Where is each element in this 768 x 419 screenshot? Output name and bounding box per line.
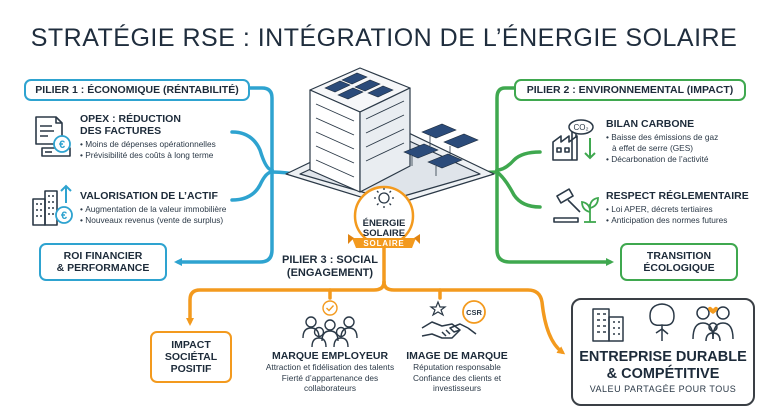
bilan-bullets: • Baisse des émissions de gaz à effet de… [606, 132, 766, 164]
opex-bullets: Moins de dépenses opérationnelles Prévis… [80, 139, 250, 161]
valorisation-title: VALORISATION DE L’ACTIF [80, 190, 218, 202]
pillar3-item2: IMAGE DE MARQUE Réputation responsable C… [392, 350, 522, 394]
buildings-growth-icon: € [32, 184, 73, 226]
bilan-bullet-cont: à effet de serre (GES) [612, 142, 694, 153]
respect-reglementaire-title: RESPECT RÉGLEMENTAIRE [606, 190, 749, 202]
team-people-icon [302, 300, 358, 348]
svg-text:€: € [61, 210, 67, 222]
center-label-line1: ÉNERGIE [362, 218, 406, 229]
sun-icon [374, 188, 394, 208]
final-title-line1: ENTREPRISE DURABLE [579, 349, 747, 365]
bilan-bullet: • Décarbonation de l’activité [606, 153, 709, 164]
impact-line1: IMPACT [171, 338, 211, 351]
pillar1-label: PILIER 1 : ÉCONOMIQUE (RÉNTABILITÉ) [24, 79, 250, 101]
impact-line2: SOCIÉTAL [164, 350, 218, 363]
svg-text:€: € [59, 139, 65, 151]
image-de-marque-line: Confiance des clients et [412, 372, 502, 383]
valorisation-bullet: Nouveaux revenus (vente de surplus) [80, 215, 255, 226]
csr-badge: CSR [466, 308, 482, 317]
transition-line1: TRANSITION [646, 249, 712, 262]
final-title-block: ENTREPRISE DURABLE & COMPÉTITIVE VALEU P… [571, 349, 755, 394]
valorisation-bullet: Augmentation de la valeur immobilière [80, 204, 255, 215]
transition-outcome-box: TRANSITION ÉCOLOGIQUE [620, 243, 738, 281]
pillar3-label: PILIER 3 : SOCIAL (ENGAGEMENT) [275, 254, 385, 279]
bilan-bullet: • Baisse des émissions de gaz [606, 132, 719, 143]
pillar2-item2: RESPECT RÉGLEMENTAIRE Loi APER, décrets … [606, 190, 766, 226]
trees-icon [649, 303, 675, 341]
factory-co2-icon: CO₂ [552, 119, 596, 161]
roi-line1: ROI FINANCIER [63, 249, 143, 262]
image-de-marque-title: IMAGE DE MARQUE [406, 350, 508, 362]
image-de-marque-line: investisseurs [433, 383, 481, 394]
center-ribbon-text: SOLAIRE [363, 239, 405, 248]
co2-badge: CO₂ [573, 123, 588, 132]
marque-employeur-title: MARQUE EMPLOYEUR [271, 350, 389, 362]
opex-title-line1: OPEX : RÉDUCTION [80, 113, 181, 125]
marque-employeur-line: collaborateurs [303, 383, 357, 394]
family-icon [692, 306, 734, 342]
gavel-plant-icon [553, 188, 599, 223]
solar-building-illustration [285, 67, 495, 207]
pillar2-item1: BILAN CARBONE • Baisse des émissions de … [606, 118, 766, 164]
respect-bullet: Loi APER, décrets tertiaires [606, 204, 766, 215]
city-buildings-icon [592, 308, 624, 342]
final-title-line2: & COMPÉTITIVE [606, 365, 720, 382]
center-label: ÉNERGIE SOLAIRE [352, 218, 416, 240]
transition-line2: ÉCOLOGIQUE [643, 262, 715, 274]
impact-outcome-box: IMPACT SOCIÉTAL POSITIF [150, 331, 232, 383]
pillar3-item1: MARQUE EMPLOYEUR Attraction et fidélisat… [232, 350, 428, 394]
sun-emblem [348, 185, 420, 248]
pillar1-item1: OPEX : RÉDUCTION DES FACTURES Moins de d… [80, 113, 250, 161]
pillar1-item2: VALORISATION DE L’ACTIF Augmentation de … [80, 190, 255, 226]
opex-bullet: Prévisibilité des coûts à long terme [80, 150, 250, 161]
final-outcome-box [571, 298, 755, 406]
center-label-line2: SOLAIRE [362, 228, 406, 240]
pillar3-label-line2: (ENGAGEMENT) [286, 266, 374, 279]
roi-outcome-box: ROI FINANCIER & PERFORMANCE [39, 243, 167, 281]
page-title: STRATÉGIE RSE : INTÉGRATION DE L’ÉNERGIE… [30, 24, 738, 52]
impact-line3: POSITIF [170, 363, 212, 376]
invoice-euro-icon: € [35, 116, 71, 157]
valorisation-bullets: Augmentation de la valeur immobilière No… [80, 204, 255, 226]
roi-line2: & PERFORMANCE [56, 262, 150, 274]
pillar2-label: PILIER 2 : ENVIRONNEMENTAL (IMPACT) [514, 79, 746, 101]
pillar3-label-line1: PILIER 3 : SOCIAL [282, 254, 378, 266]
respect-bullets: Loi APER, décrets tertiaires Anticipatio… [606, 204, 766, 226]
marque-employeur-line: Attraction et fidélisation des talents [265, 362, 395, 373]
respect-bullet: Anticipation des normes futures [606, 215, 766, 226]
opex-title-line2: DES FACTURES [80, 125, 162, 138]
final-subtitle: VALEU PARTAGÉE POUR TOUS [589, 384, 737, 395]
marque-employeur-line: Fierté d’appartenance des [281, 372, 379, 383]
opex-bullet: Moins de dépenses opérationnelles [80, 139, 250, 150]
handshake-csr-icon: CSR [421, 300, 486, 339]
image-de-marque-line: Réputation responsable [413, 362, 501, 373]
bilan-carbone-title: BILAN CARBONE [606, 118, 695, 130]
